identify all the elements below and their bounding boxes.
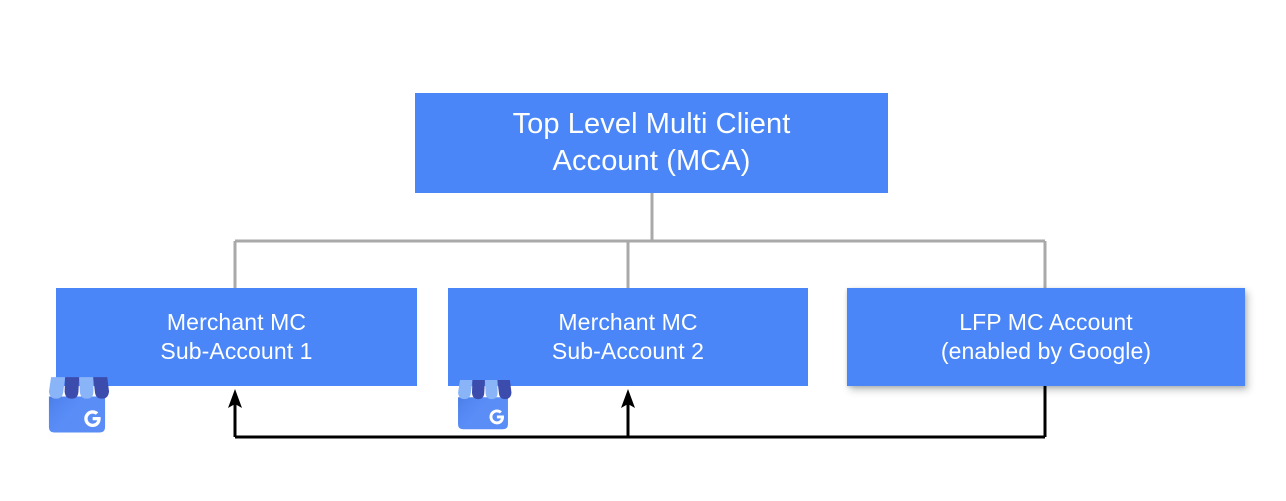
node-lfp-mc-account-line1: LFP MC Account bbox=[959, 308, 1133, 335]
node-merchant-sub-account-1-line1: Merchant MC bbox=[166, 308, 307, 335]
feedback-arrowhead-sub2 bbox=[621, 389, 635, 408]
node-top-level-mca[interactable]: Top Level Multi Client Account (MCA) bbox=[415, 93, 888, 193]
node-top-level-mca-line2: Account (MCA) bbox=[552, 145, 751, 177]
google-my-business-storefront-icon bbox=[40, 367, 114, 439]
node-top-level-mca-line1: Top Level Multi Client bbox=[512, 107, 791, 140]
google-my-business-storefront-icon bbox=[450, 371, 516, 435]
node-merchant-sub-account-2-line1: Merchant MC bbox=[558, 308, 698, 335]
node-merchant-sub-account-1[interactable]: Merchant MC Sub-Account 1 bbox=[56, 288, 417, 386]
node-merchant-sub-account-2[interactable]: Merchant MC Sub-Account 2 bbox=[448, 288, 808, 386]
node-merchant-sub-account-2-line2: Sub-Account 2 bbox=[551, 338, 705, 364]
feedback-arrowhead-sub1 bbox=[228, 389, 242, 408]
node-lfp-mc-account[interactable]: LFP MC Account (enabled by Google) bbox=[847, 288, 1245, 386]
node-merchant-sub-account-1-line2: Sub-Account 1 bbox=[160, 338, 313, 364]
node-lfp-mc-account-line2: (enabled by Google) bbox=[940, 338, 1152, 364]
